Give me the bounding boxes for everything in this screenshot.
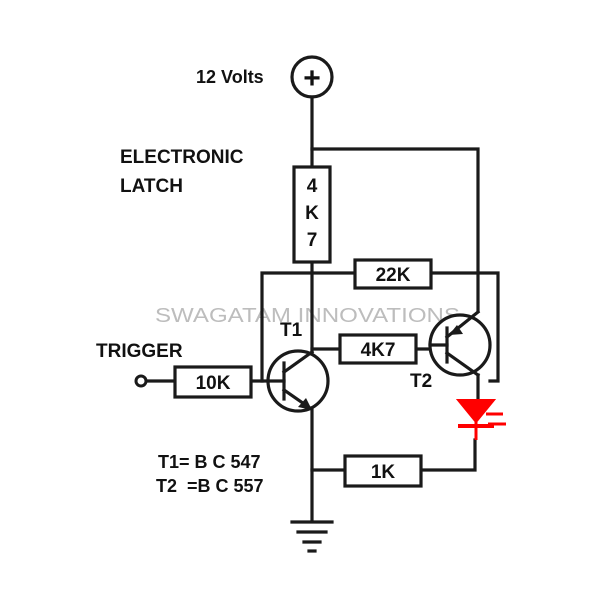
wires bbox=[145, 95, 500, 522]
wire-feedback-right bbox=[429, 271, 500, 383]
resistor-base-t2-label: 4K7 bbox=[361, 340, 396, 361]
transistor-t1-npn bbox=[266, 349, 330, 413]
t1-emitter-arrow bbox=[298, 398, 312, 410]
resistor-label-char: K bbox=[305, 203, 319, 224]
parts-note-t1: T1= B C 547 bbox=[158, 452, 261, 472]
trigger-label: TRIGGER bbox=[96, 341, 183, 362]
wire-feedback-left bbox=[260, 271, 357, 383]
transistor-t2-pnp bbox=[428, 309, 492, 378]
wire-top-rail bbox=[310, 147, 480, 313]
resistor-collector-4k7: 4 K 7 bbox=[292, 165, 332, 264]
t2-emitter-arrow bbox=[449, 325, 463, 335]
parts-note-t2: T2 =B C 557 bbox=[156, 476, 264, 496]
resistor-feedback-22k: 22K bbox=[353, 258, 433, 290]
title-line-2: LATCH bbox=[120, 176, 183, 197]
resistor-label-char: 4 bbox=[307, 176, 318, 197]
resistor-led-1k: 1K bbox=[343, 454, 423, 488]
resistor-trigger-10k: 10K bbox=[173, 365, 253, 399]
trigger-terminal bbox=[134, 374, 148, 388]
t1-collector-lead bbox=[281, 349, 315, 375]
resistor-label-char: 7 bbox=[307, 230, 318, 251]
supply-voltage-label: 12 Volts bbox=[196, 67, 264, 87]
led-indicator bbox=[455, 399, 506, 440]
t2-label: T2 bbox=[410, 371, 432, 392]
plus-symbol: + bbox=[303, 62, 321, 95]
title-line-1: ELECTRONIC bbox=[120, 147, 244, 168]
t1-label: T1 bbox=[280, 320, 303, 341]
wire-1k-to-led bbox=[419, 438, 477, 472]
resistor-base-t2-4k7: 4K7 bbox=[338, 333, 418, 365]
resistor-feedback-label: 22K bbox=[376, 265, 411, 286]
resistor-trigger-label: 10K bbox=[196, 373, 231, 394]
ground-symbol bbox=[290, 520, 334, 553]
watermark-text: SWAGATAM INNOVATIONS bbox=[155, 305, 460, 327]
t2-collector-lead bbox=[444, 350, 481, 378]
resistor-led-label: 1K bbox=[371, 462, 396, 483]
